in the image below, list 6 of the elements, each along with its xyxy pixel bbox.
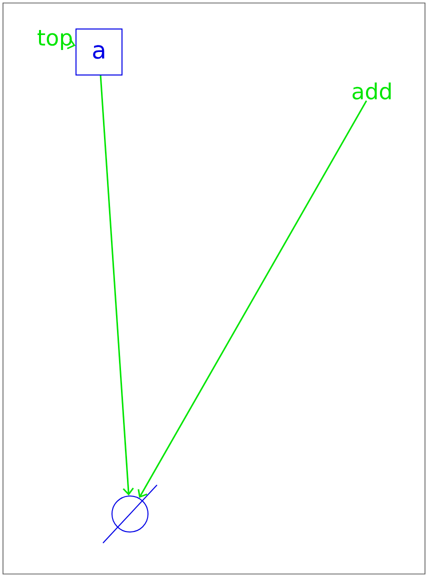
text-label: top [38, 30, 72, 50]
arrow [138, 100, 368, 498]
letter-box: a [76, 28, 122, 76]
text-label: add [352, 82, 391, 100]
arrow [100, 75, 134, 496]
circle-symbol [102, 484, 158, 544]
